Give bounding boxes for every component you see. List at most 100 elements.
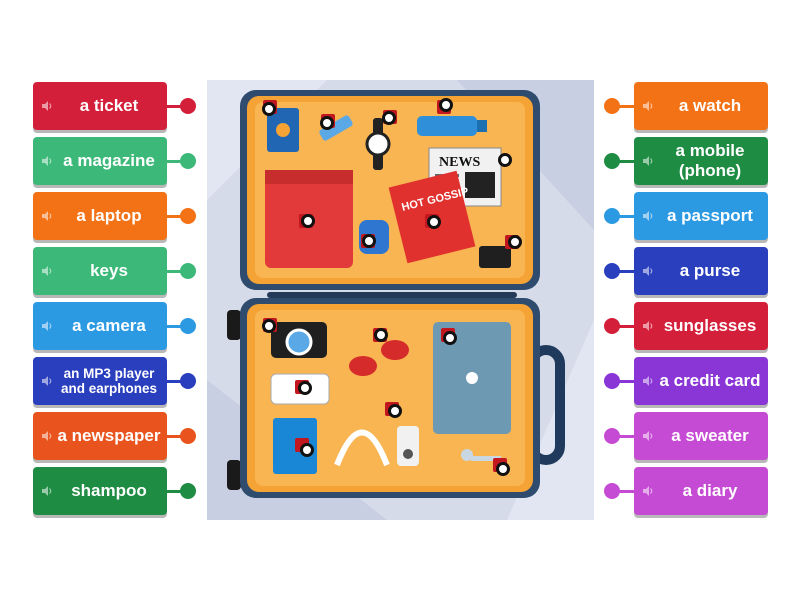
connector-dot[interactable] [604, 373, 620, 389]
label-a-sweater[interactable]: a sweater [634, 412, 768, 460]
label-a-passport[interactable]: a passport [634, 192, 768, 240]
target-pin-passport[interactable] [262, 102, 276, 116]
speaker-icon[interactable] [642, 210, 658, 222]
label-text: a ticket [79, 96, 139, 115]
label-text: sunglasses [663, 316, 757, 335]
connector-dot[interactable] [604, 208, 620, 224]
connector-dot[interactable] [180, 318, 196, 334]
label-a-ticket[interactable]: a ticket [33, 82, 167, 130]
target-pin-watch[interactable] [382, 111, 396, 125]
connector-dot[interactable] [604, 428, 620, 444]
connector-dot[interactable] [604, 483, 620, 499]
speaker-icon[interactable] [642, 430, 658, 442]
connector-dot[interactable] [604, 263, 620, 279]
connector-dot[interactable] [180, 263, 196, 279]
connector-line [167, 490, 187, 493]
connector-dot[interactable] [604, 318, 620, 334]
connector-dot[interactable] [180, 428, 196, 444]
speaker-icon[interactable] [642, 155, 658, 167]
target-pin-camera[interactable] [262, 319, 276, 333]
target-pin-purse[interactable] [362, 234, 376, 248]
label-text: a passport [667, 206, 753, 225]
label-keys[interactable]: keys [33, 247, 167, 295]
label-text: a magazine [63, 151, 155, 170]
label-text: a credit card [659, 371, 761, 390]
label-text: a mobile (phone) [675, 141, 745, 180]
label-a-diary[interactable]: a diary [634, 467, 768, 515]
speaker-icon[interactable] [41, 375, 57, 387]
label-a-newspaper[interactable]: a newspaper [33, 412, 167, 460]
label-a-purse[interactable]: a purse [634, 247, 768, 295]
connector-dot[interactable] [180, 98, 196, 114]
speaker-icon[interactable] [642, 100, 658, 112]
connector-line [167, 325, 187, 328]
target-pin-sunglasses[interactable] [374, 328, 388, 342]
connector-dot[interactable] [180, 483, 196, 499]
connector-line [614, 215, 634, 218]
target-pin-magazine[interactable] [427, 215, 441, 229]
connector-line [614, 325, 634, 328]
target-pin-keys[interactable] [496, 462, 510, 476]
speaker-icon[interactable] [41, 430, 57, 442]
connector-line [614, 490, 634, 493]
target-pin-shampoo[interactable] [439, 98, 453, 112]
connector-dot[interactable] [604, 98, 620, 114]
target-pin-sweater[interactable] [301, 214, 315, 228]
target-pin-laptop[interactable] [443, 331, 457, 345]
target-pin-diary[interactable] [300, 443, 314, 457]
label-text: a camera [72, 316, 146, 335]
target-pin-phone[interactable] [298, 381, 312, 395]
speaker-icon[interactable] [642, 375, 658, 387]
speaker-icon[interactable] [41, 100, 57, 112]
speaker-icon[interactable] [41, 210, 57, 222]
connector-dot[interactable] [180, 373, 196, 389]
speaker-icon[interactable] [642, 485, 658, 497]
connector-dot[interactable] [180, 153, 196, 169]
connector-line [614, 380, 634, 383]
connector-line [614, 270, 634, 273]
label-a-watch[interactable]: a watch [634, 82, 768, 130]
label-text: keys [90, 261, 128, 280]
label-mp3-player[interactable]: an MP3 player and earphones [33, 357, 167, 405]
speaker-icon[interactable] [41, 320, 57, 332]
label-text: a watch [678, 96, 742, 115]
label-text: a laptop [76, 206, 142, 225]
label-text: an MP3 player and earphones [60, 366, 158, 396]
suitcase-illustration: NEWS HOT GOSSIP [207, 80, 594, 520]
connector-line [167, 435, 187, 438]
label-text: shampoo [71, 481, 147, 500]
connector-line [167, 380, 187, 383]
label-shampoo[interactable]: shampoo [33, 467, 167, 515]
target-pin-credit-card[interactable] [508, 235, 522, 249]
connector-dot[interactable] [180, 208, 196, 224]
speaker-icon[interactable] [642, 320, 658, 332]
speaker-icon[interactable] [41, 485, 57, 497]
connector-line [167, 215, 187, 218]
connector-line [614, 105, 634, 108]
connector-line [614, 160, 634, 163]
speaker-icon[interactable] [41, 155, 57, 167]
suitcase-scene: NEWS HOT GOSSIP [207, 80, 594, 520]
connector-dot[interactable] [604, 153, 620, 169]
newspaper-masthead: NEWS [439, 155, 480, 170]
label-text: a diary [682, 481, 738, 500]
label-a-camera[interactable]: a camera [33, 302, 167, 350]
connector-line [167, 160, 187, 163]
label-text: a purse [679, 261, 741, 280]
label-text: a newspaper [57, 426, 161, 445]
label-a-mobile-phone[interactable]: a mobile (phone) [634, 137, 768, 185]
target-pin-newspaper[interactable] [498, 153, 512, 167]
label-a-credit-card[interactable]: a credit card [634, 357, 768, 405]
label-text: a sweater [671, 426, 749, 445]
connector-line [614, 435, 634, 438]
target-pin-mp3-player[interactable] [388, 404, 402, 418]
speaker-icon[interactable] [41, 265, 57, 277]
target-pin-ticket[interactable] [320, 116, 334, 130]
label-sunglasses[interactable]: sunglasses [634, 302, 768, 350]
speaker-icon[interactable] [642, 265, 658, 277]
connector-line [167, 270, 187, 273]
label-a-magazine[interactable]: a magazine [33, 137, 167, 185]
label-a-laptop[interactable]: a laptop [33, 192, 167, 240]
connector-line [167, 105, 187, 108]
